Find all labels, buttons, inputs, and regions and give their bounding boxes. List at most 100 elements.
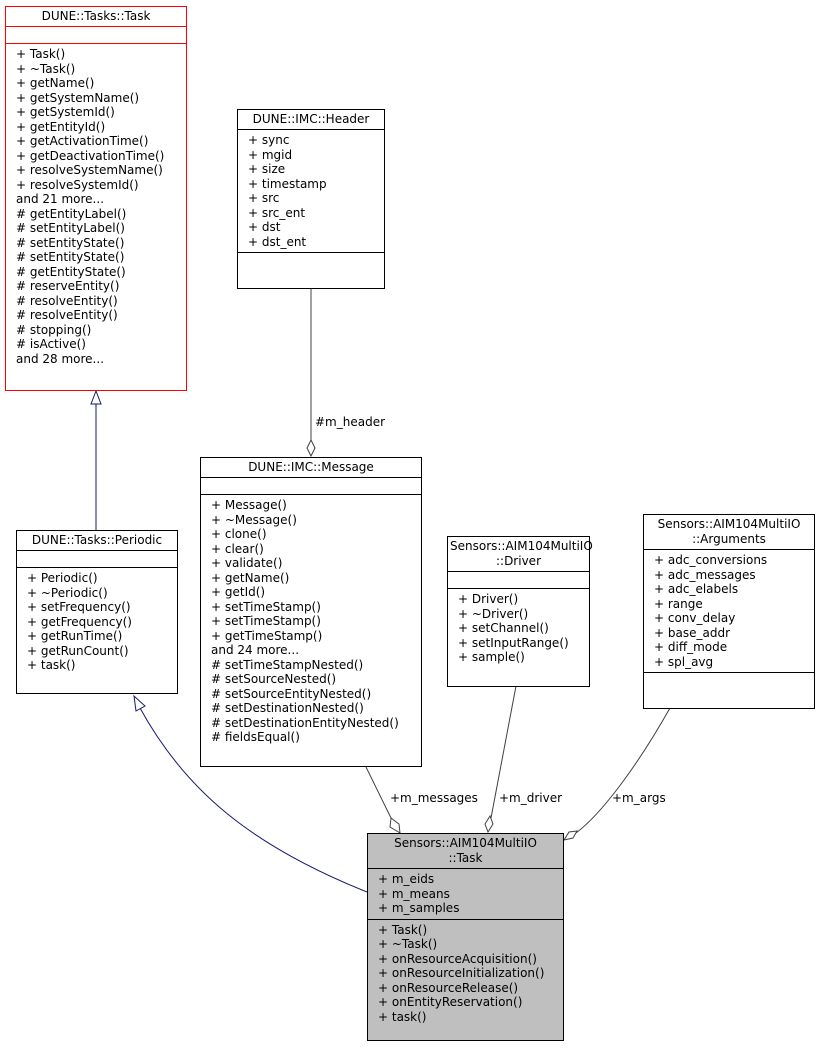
member-item: # setDestinationEntityNested() — [211, 715, 399, 730]
member-item: + spl_avg — [654, 654, 714, 669]
member-item: + getFrequency() — [27, 614, 132, 629]
member-item: and 21 more... — [16, 192, 105, 206]
methods-section — [644, 673, 814, 689]
member-item: + onResourceAcquisition() — [378, 951, 537, 966]
member-item: + sync — [248, 133, 290, 147]
class-title-line: DUNE::Tasks::Periodic — [31, 533, 163, 547]
edge-label-m-driver: +m_driver — [499, 791, 563, 805]
member-item: + setChannel() — [458, 621, 549, 635]
class-title-line: DUNE::IMC::Message — [248, 460, 374, 474]
member-item: + setFrequency() — [27, 600, 131, 614]
inheritance-arrow-task-base — [90, 389, 102, 405]
member-item: # setSourceEntityNested() — [211, 686, 372, 701]
class-box-dune-tasks-task[interactable]: DUNE::Tasks::Task + Task()+ ~Task()+ get… — [5, 6, 187, 391]
member-item: + ~Message() — [211, 512, 297, 527]
member-item: + Message() — [211, 498, 287, 512]
class-box-dune-imc-message[interactable]: DUNE::IMC::Message + Message()+ ~Message… — [200, 457, 422, 767]
member-item: + ~Task() — [378, 937, 438, 951]
member-item: + getEntityId() — [16, 119, 106, 134]
association-edge-messages — [365, 766, 393, 821]
member-item: + getSystemName() — [16, 90, 140, 105]
member-item: + onResourceInitialization() — [378, 966, 545, 980]
class-title-line: DUNE::Tasks::Task — [41, 9, 151, 23]
class-title: DUNE::IMC::Header — [238, 110, 384, 130]
member-item: + resolveSystemName() — [16, 163, 163, 177]
member-item: + resolveSystemId() — [16, 177, 139, 192]
class-title-line: Sensors::AIM104MultiIO — [394, 836, 537, 850]
member-item: + onEntityReservation() — [378, 995, 523, 1009]
member-item: + dst_ent — [248, 234, 307, 249]
member-item: and 28 more... — [16, 351, 105, 366]
association-diamond-header — [306, 438, 316, 458]
member-item: + getName() — [211, 570, 290, 585]
member-item: + setTimeStamp() — [211, 614, 321, 628]
class-box-dune-tasks-periodic[interactable]: DUNE::Tasks::Periodic + Periodic()+ ~Per… — [16, 530, 178, 694]
member-item: + size — [248, 162, 286, 176]
association-diamond-messages — [389, 817, 401, 834]
member-item: # getEntityState() — [16, 264, 126, 279]
member-item: + getId() — [211, 585, 266, 599]
member-item: + validate() — [211, 556, 283, 570]
member-item: # resolveEntity() — [16, 308, 118, 322]
class-title: Sensors::AIM104MultiIO::Arguments — [644, 515, 814, 550]
member-item: # setEntityLabel() — [16, 221, 125, 235]
edge-label-m-messages: +m_messages — [390, 791, 478, 805]
member-item: + Driver() — [458, 592, 519, 606]
member-item: + dst — [248, 220, 281, 234]
member-item: + ~Periodic() — [27, 585, 108, 600]
class-title-line: Sensors::AIM104MultiIO — [450, 539, 593, 553]
class-title-line: DUNE::IMC::Header — [252, 112, 370, 126]
member-item: + getName() — [16, 76, 95, 90]
methods-section: + Task()+ ~Task()+ onResourceAcquisition… — [368, 920, 563, 1028]
member-item: + Task() — [378, 922, 428, 937]
member-item: + adc_elabels — [654, 582, 739, 596]
member-item: + getRunTime() — [27, 629, 123, 643]
member-item: + adc_conversions — [654, 553, 768, 567]
class-title: Sensors::AIM104MultiIO::Task — [368, 834, 563, 869]
class-title: Sensors::AIM104MultiIO::Driver — [448, 537, 593, 572]
member-item: + base_addr — [654, 625, 730, 640]
member-item: + getDeactivationTime() — [16, 148, 165, 163]
member-item: # resolveEntity() — [16, 293, 118, 308]
class-title-line: ::Task — [448, 851, 483, 865]
methods-section: + Message()+ ~Message()+ clone()+ clear(… — [201, 495, 421, 748]
member-item: # setEntityState() — [16, 250, 125, 264]
member-item: + getTimeStamp() — [211, 628, 323, 643]
inheritance-edge-aimtask-periodic — [139, 707, 368, 893]
methods-section: + Task()+ ~Task()+ getName()+ getSystemN… — [6, 44, 186, 369]
class-title: DUNE::IMC::Message — [201, 458, 421, 478]
member-item: + clone() — [211, 527, 267, 541]
member-item: + getActivationTime() — [16, 134, 149, 148]
attributes-section — [6, 27, 186, 44]
member-item: + task() — [27, 658, 76, 672]
member-item: + Periodic() — [27, 571, 98, 585]
attributes-section: + adc_conversions+ adc_messages+ adc_ela… — [644, 550, 814, 673]
association-edge-args — [575, 707, 671, 834]
member-item: + range — [654, 596, 703, 611]
member-item: + m_means — [378, 886, 450, 901]
class-box-dune-imc-header[interactable]: DUNE::IMC::Header + sync+ mgid+ size+ ti… — [237, 109, 385, 289]
member-item: + timestamp — [248, 176, 327, 191]
member-item: # isActive() — [16, 337, 86, 351]
association-diamond-args — [562, 830, 578, 841]
association-edge-driver — [490, 685, 517, 819]
member-item: + Task() — [16, 47, 66, 61]
inheritance-arrow-periodic — [133, 694, 146, 712]
member-item: + getSystemId() — [16, 105, 115, 119]
class-box-aim104-driver[interactable]: Sensors::AIM104MultiIO::Driver + Driver(… — [447, 536, 593, 687]
member-item: # setTimeStampNested() — [211, 657, 364, 672]
attributes-section — [17, 551, 177, 568]
member-item: + ~Driver() — [458, 606, 529, 621]
class-title: DUNE::Tasks::Periodic — [17, 531, 177, 551]
member-item: + src_ent — [248, 205, 306, 220]
member-item: + onResourceRelease() — [378, 980, 519, 995]
member-item: + clear() — [211, 541, 264, 556]
member-item: # getEntityLabel() — [16, 206, 127, 221]
member-item: # setEntityState() — [16, 235, 125, 250]
class-title-line: ::Driver — [495, 554, 541, 568]
member-item: # setSourceNested() — [211, 672, 337, 686]
class-box-aim104-arguments[interactable]: Sensors::AIM104MultiIO::Arguments + adc_… — [643, 514, 815, 709]
class-box-aim104-task[interactable]: Sensors::AIM104MultiIO::Task + m_eids+ m… — [367, 833, 564, 1041]
class-title-line: Sensors::AIM104MultiIO — [657, 517, 801, 531]
